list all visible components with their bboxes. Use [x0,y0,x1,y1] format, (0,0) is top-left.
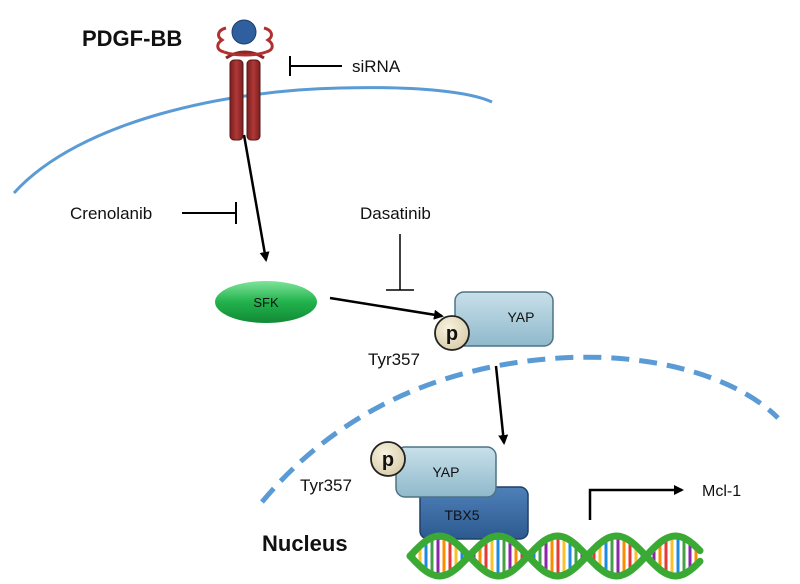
phospho-cytoplasm [434,315,470,351]
pdgf-bb-label: PDGF-BB [82,26,182,51]
sfk-label: SFK [253,295,279,310]
dna-strand-a [406,532,704,580]
phospho-nucleus [370,441,406,477]
nucleus-label: Nucleus [262,531,348,556]
receptor-to-sfk-arrow [242,134,270,262]
tyr357-cytoplasm-label: Tyr357 [368,350,420,369]
sfk-to-yap-arrow [329,296,444,320]
phospho-nucleus-label: p [382,449,394,471]
nuclear-envelope [260,354,780,504]
yap-translocation-arrow [494,365,509,445]
tbx5-label: TBX5 [444,507,479,523]
pdgf-bb-ligand [231,19,257,45]
cell-membrane [12,86,493,195]
yap-cytoplasm [454,291,554,347]
crenolanib-label: Crenolanib [70,204,152,223]
phospho-cytoplasm-label: p [446,323,458,345]
mcl1-label: Mcl-1 [702,483,741,500]
yap-cytoplasm-label: YAP [508,309,535,325]
sfk-node [215,281,317,323]
sirna-label: siRNA [352,57,401,76]
dasatinib-label: Dasatinib [360,204,431,223]
dna-strand-b [406,532,704,580]
transcription-arrow [588,485,684,520]
dna-helix [406,532,704,580]
pdgf-receptor [216,26,274,141]
tyr357-nucleus-label: Tyr357 [300,476,352,495]
yap-nucleus-label: YAP [433,464,460,480]
